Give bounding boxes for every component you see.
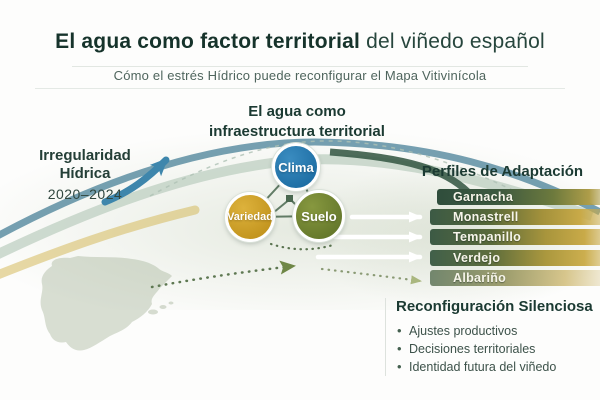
profile-band-tempanillo: Tempanillo (430, 229, 600, 245)
hydric-irregularity-label: Irregularidad Hídrica 2020–2024 (10, 147, 160, 202)
core-diagram-heading: El agua como infraestructura territorial (167, 102, 427, 141)
reconfiguration-panel: Reconfiguración Silenciosa Ajustes produ… (385, 298, 600, 376)
swoosh-gold (0, 205, 200, 279)
trend-arrow-icon (101, 156, 170, 206)
node-variedad: Variedad (225, 192, 275, 242)
list-item: Identidad futura del viñedo (396, 358, 600, 376)
adaptation-panel-heading: Perfiles de Adaptación (421, 163, 584, 180)
balearic-islands-shape (148, 309, 158, 315)
route-dotted-west (150, 260, 296, 289)
title-divider (72, 66, 528, 67)
profile-arrows (315, 211, 423, 263)
core-heading-line2: infraestructura territorial (209, 122, 385, 140)
dashed-arc (149, 140, 543, 206)
reconfiguration-list: Ajustes productivos Decisiones territori… (396, 322, 600, 376)
core-heading-line1: El agua como (248, 103, 346, 120)
list-item: Ajustes productivos (396, 322, 600, 340)
garnacha-arc (329, 148, 471, 195)
node-clima: Clima (272, 143, 320, 191)
reconfiguration-heading: Reconfiguración Silenciosa (396, 298, 593, 315)
balearic-islands-shape (168, 301, 174, 305)
title-bold-part: El agua como factor territorial (55, 30, 361, 53)
header: El agua como factor territorial del viñe… (0, 30, 600, 83)
profile-band-albarino: Albariño (430, 270, 600, 286)
profile-band-verdejo: Verdejo (430, 250, 600, 266)
route-dotted-east (320, 267, 422, 285)
title-regular-part: del viñedo español (360, 30, 545, 53)
node-suelo: Suelo (293, 190, 345, 242)
profile-band-garnacha: Garnacha (437, 189, 600, 205)
profile-band-monastrell: Monastrell (430, 209, 600, 225)
header-rule (35, 88, 565, 89)
swoosh-teal (0, 138, 600, 239)
dotted-arc (269, 242, 335, 251)
spain-map-shape (40, 256, 173, 351)
page-title: El agua como factor territorial del viñe… (0, 30, 600, 54)
list-item: Decisiones territoriales (396, 340, 600, 358)
left-label-line1: Irregularidad (39, 147, 131, 164)
balearic-islands-shape (159, 305, 167, 309)
left-label-line2: Hídrica (59, 165, 111, 182)
subtitle: Cómo el estrés Hídrico puede reconfigura… (113, 68, 487, 83)
triangle-node-square (286, 195, 293, 202)
left-label-period: 2020–2024 (47, 186, 123, 202)
